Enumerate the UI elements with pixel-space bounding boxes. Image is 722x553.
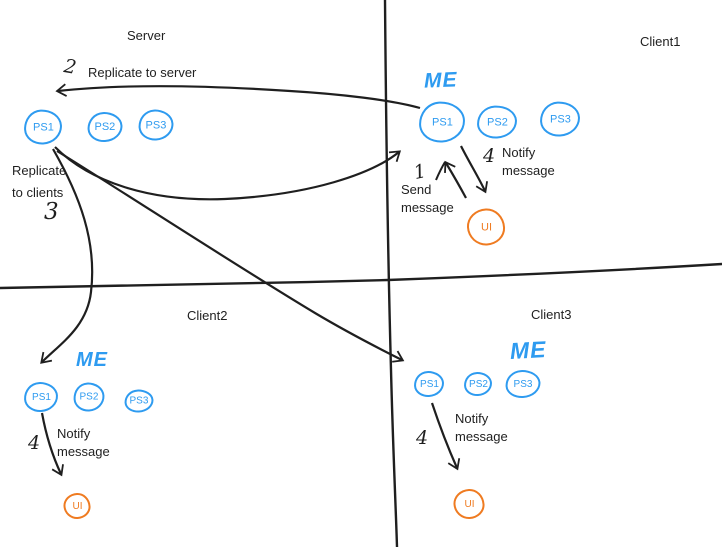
arrow-replicate-to-client1 bbox=[54, 146, 402, 201]
arrow-notify-client3 bbox=[430, 402, 461, 471]
client1-me-label: ME bbox=[423, 68, 458, 93]
step-4-number-client2: 4 bbox=[28, 432, 41, 454]
client1-ps1-label: PS1 bbox=[431, 116, 453, 129]
client1-ps3-label: PS3 bbox=[549, 113, 571, 126]
notify-message-client2-line2: message bbox=[57, 444, 110, 459]
notify-message-client1-line1: Notify bbox=[502, 145, 536, 160]
client2-ps3-label: PS3 bbox=[129, 395, 149, 407]
client3-ps1-label: PS1 bbox=[419, 378, 439, 390]
server-ps3-label: PS3 bbox=[145, 119, 167, 132]
client2-me-label: ME bbox=[76, 349, 108, 371]
server-ps2-label: PS2 bbox=[94, 121, 116, 134]
arrow-replicate-to-client3 bbox=[56, 150, 405, 363]
replicate-to-clients-label-line1: Replicate bbox=[12, 163, 67, 178]
client2-ps1-label: PS1 bbox=[31, 391, 51, 403]
client1-ui-label: UI bbox=[480, 221, 492, 233]
send-message-label-line1: Send bbox=[401, 182, 432, 197]
arrow-notify-client2 bbox=[40, 412, 64, 477]
client2-quadrant-label: Client2 bbox=[187, 308, 228, 323]
send-message-label-line2: message bbox=[401, 200, 454, 215]
arrow-send-message-second-stroke bbox=[435, 161, 446, 181]
client3-ps3-label: PS3 bbox=[513, 378, 533, 390]
server-ps1-label: PS1 bbox=[32, 121, 54, 134]
step-4-number-client1: 4 bbox=[483, 145, 496, 167]
server-quadrant-label: Server bbox=[127, 28, 166, 43]
replicate-to-clients-label-line2: to clients bbox=[12, 185, 64, 200]
client3-me-label: ME bbox=[509, 336, 548, 364]
client2-ps2-label: PS2 bbox=[79, 391, 99, 403]
client3-ui-label: UI bbox=[464, 498, 474, 510]
notify-message-client1-line2: message bbox=[502, 163, 555, 178]
notify-message-client3-line1: Notify bbox=[455, 411, 489, 426]
client1-quadrant-label: Client1 bbox=[640, 34, 681, 49]
client1-ps2-label: PS2 bbox=[486, 116, 508, 129]
client3-ps2-label: PS2 bbox=[468, 378, 488, 390]
replicate-to-server-label: Replicate to server bbox=[88, 65, 197, 80]
quadrant-divider-vertical bbox=[383, 0, 399, 548]
notify-message-client3-line2: message bbox=[455, 429, 508, 444]
arrow-send-message bbox=[444, 160, 467, 199]
client3-quadrant-label: Client3 bbox=[531, 307, 572, 322]
arrow-replicate-to-client2 bbox=[40, 148, 94, 364]
client2-ui-label: UI bbox=[72, 500, 82, 512]
arrow-replicate-to-server bbox=[55, 83, 421, 110]
arrow-notify-client1 bbox=[460, 145, 488, 194]
step-4-number-client3: 4 bbox=[416, 427, 429, 449]
quadrant-divider-horizontal bbox=[0, 262, 722, 290]
step-3-number: 3 bbox=[44, 199, 59, 225]
notify-message-client2-line1: Notify bbox=[57, 426, 91, 441]
